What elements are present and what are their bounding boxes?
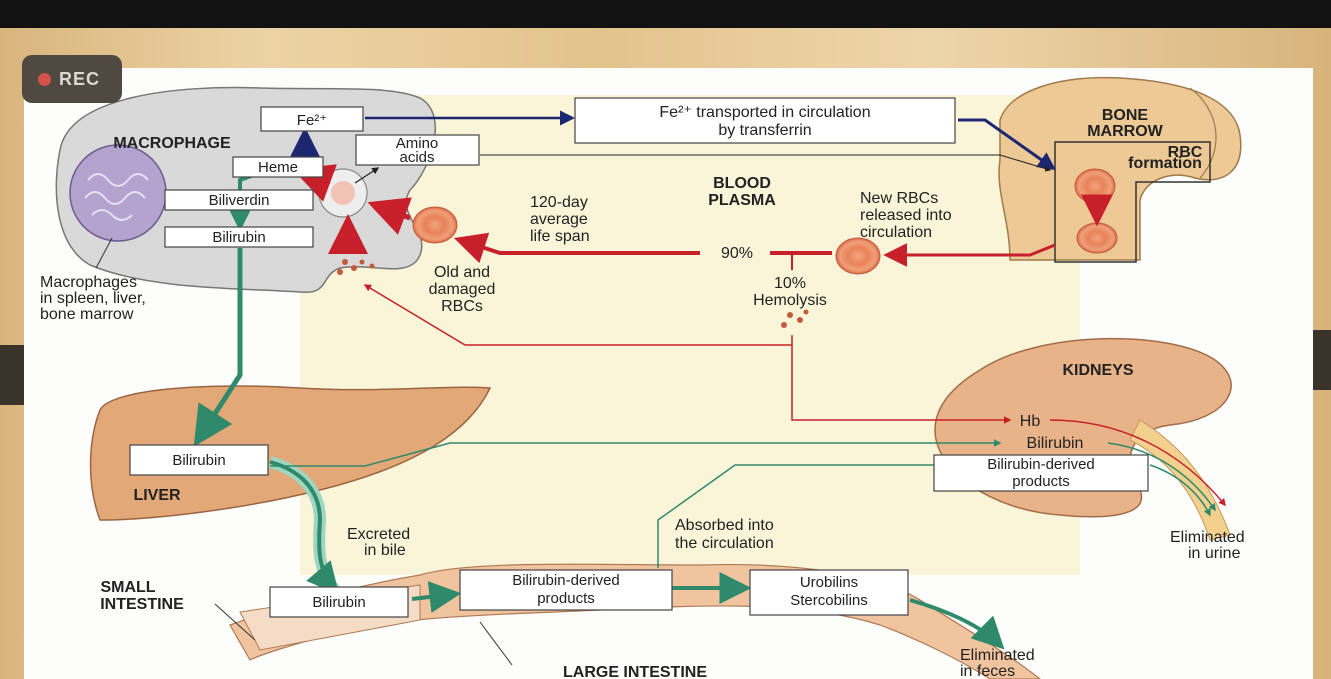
bilirubin-macrophage-label: Bilirubin bbox=[212, 229, 265, 246]
eliminated-feces-2: in feces bbox=[960, 663, 1015, 679]
macrophages-note-3: bone marrow bbox=[40, 306, 134, 323]
bilirubin-liver-label: Bilirubin bbox=[172, 452, 225, 469]
derived-intestine-label-1: Bilirubin-derived bbox=[512, 572, 620, 589]
lifespan-3: life span bbox=[530, 228, 590, 245]
new-rbcs-3: circulation bbox=[860, 224, 932, 241]
excreted-bile-1: Excreted bbox=[347, 526, 410, 543]
small-intestine-title-1: SMALL bbox=[100, 579, 155, 596]
derived-kidney-label-2: products bbox=[1012, 473, 1070, 490]
top-bar bbox=[0, 0, 1331, 28]
old-rbcs-3: RBCs bbox=[441, 298, 483, 315]
amino-acids-label-1: Amino bbox=[396, 135, 439, 152]
bilirubin-metabolism-diagram: Fe²⁺ Amino acids Heme Biliverdin Bilirub… bbox=[40, 76, 1245, 679]
left-edge-tab bbox=[0, 345, 24, 405]
transferrin-label-1: Fe²⁺ transported in circulation bbox=[659, 104, 870, 121]
hb-label: Hb bbox=[1020, 413, 1041, 430]
rbc-formation-title-1: RBC bbox=[1168, 144, 1203, 161]
rbc-formation-box bbox=[1054, 141, 1211, 263]
right-edge-tab bbox=[1313, 330, 1331, 390]
kidneys-title: KIDNEYS bbox=[1062, 362, 1133, 379]
macrophages-note-1: Macrophages bbox=[40, 274, 137, 291]
transferrin-box bbox=[574, 97, 956, 144]
bone-marrow-title-2: MARROW bbox=[1087, 123, 1163, 140]
derived-products-intestine-box bbox=[459, 569, 673, 611]
derived-intestine-label-2: products bbox=[537, 590, 595, 607]
fe-label: Fe²⁺ bbox=[297, 112, 327, 129]
old-rbcs-1: Old and bbox=[434, 264, 490, 281]
diagram-slide: Fe²⁺ Amino acids Heme Biliverdin Bilirub… bbox=[24, 68, 1313, 679]
forming-rbc-icon bbox=[1074, 168, 1116, 204]
macrophage-nucleus bbox=[69, 144, 167, 242]
blood-plasma-area bbox=[300, 95, 1080, 575]
new-rbc-icon bbox=[835, 237, 881, 275]
derived-products-kidney-box bbox=[933, 454, 1149, 492]
rbc-fragments-icon bbox=[337, 259, 809, 328]
liver bbox=[89, 385, 492, 521]
derived-kidney-label-1: Bilirubin-derived bbox=[987, 456, 1095, 473]
bilirubin-small-intestine-box bbox=[269, 586, 409, 618]
fe-box bbox=[260, 106, 364, 132]
bone-marrow-title-1: BONE bbox=[1102, 107, 1149, 124]
pct-90-label: 90% bbox=[721, 245, 753, 262]
mature-rbc-icon bbox=[1076, 222, 1118, 254]
urobilins-label: Urobilins bbox=[800, 574, 858, 591]
bone-marrow bbox=[998, 76, 1242, 261]
pct-10-label: 10% bbox=[774, 275, 806, 292]
large-intestine-title: LARGE INTESTINE bbox=[563, 664, 707, 679]
macrophages-note-2: in spleen, liver, bbox=[40, 290, 146, 307]
rbc-formation-title-2: formation bbox=[1128, 155, 1202, 172]
heme-box bbox=[232, 156, 324, 178]
biliverdin-label: Biliverdin bbox=[209, 192, 270, 209]
bilirubin-macrophage-box bbox=[164, 226, 314, 248]
new-rbcs-1: New RBCs bbox=[860, 190, 938, 207]
transferrin-label-2: by transferrin bbox=[718, 122, 811, 139]
stercobilins-label: Stercobilins bbox=[790, 592, 868, 609]
amino-acids-label-2: acids bbox=[399, 149, 434, 166]
eliminated-urine-2: in urine bbox=[1188, 545, 1241, 562]
lifespan-2: average bbox=[530, 211, 588, 228]
amino-acids-box bbox=[355, 134, 480, 166]
eliminated-feces-1: Eliminated bbox=[960, 647, 1035, 664]
old-rbc-icon bbox=[412, 206, 458, 244]
heme-label: Heme bbox=[258, 159, 298, 176]
lifespan-1: 120-day bbox=[530, 194, 588, 211]
bilirubin-small-intestine-label: Bilirubin bbox=[312, 594, 365, 611]
absorbed-2: the circulation bbox=[675, 535, 774, 552]
bilirubin-liver-box bbox=[129, 444, 269, 476]
hemolysis-label: Hemolysis bbox=[753, 292, 827, 309]
eliminated-urine-1: Eliminated bbox=[1170, 529, 1245, 546]
absorbed-1: Absorbed into bbox=[675, 517, 774, 534]
blood-plasma-title-2: PLASMA bbox=[708, 192, 776, 209]
macrophage-title: MACROPHAGE bbox=[113, 135, 231, 152]
excreted-bile-2: in bile bbox=[364, 542, 406, 559]
record-dot-icon bbox=[38, 72, 51, 86]
old-rbcs-2: damaged bbox=[429, 281, 496, 298]
recording-badge[interactable]: REC bbox=[22, 55, 122, 103]
recording-label: REC bbox=[59, 68, 101, 89]
liver-title: LIVER bbox=[133, 487, 181, 504]
bilirubin-kidney-label: Bilirubin bbox=[1027, 435, 1084, 452]
small-intestine-title-2: INTESTINE bbox=[100, 596, 184, 613]
biliverdin-box bbox=[164, 189, 314, 211]
urobilins-box bbox=[749, 569, 909, 616]
new-rbcs-2: released into bbox=[860, 207, 952, 224]
blood-plasma-title-1: BLOOD bbox=[713, 175, 771, 192]
